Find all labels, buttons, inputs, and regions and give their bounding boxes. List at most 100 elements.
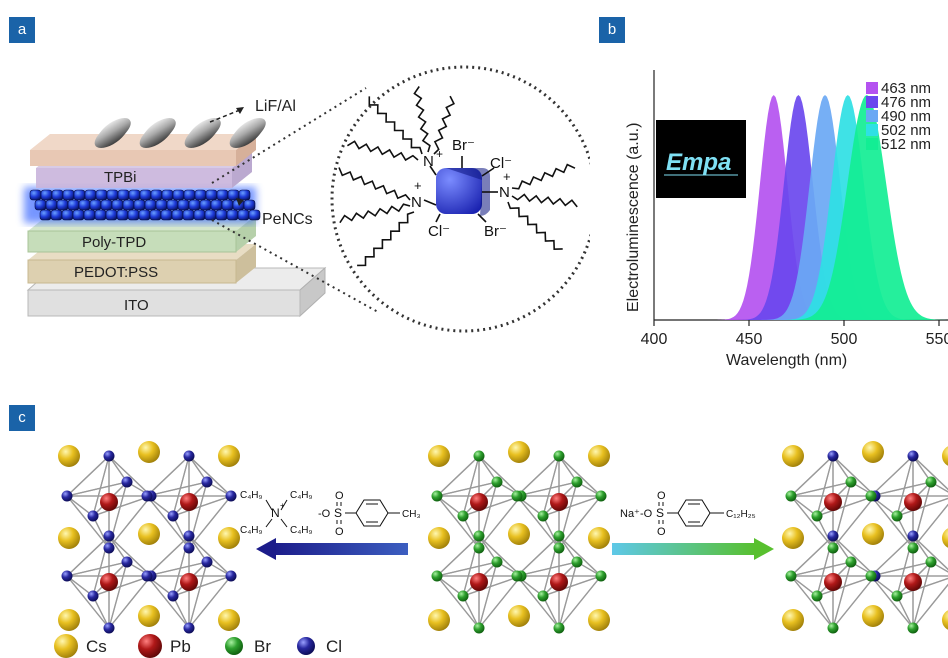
panel-label-a: a <box>9 17 35 43</box>
ion-cl-right: Cl⁻ <box>490 155 512 172</box>
quantum-dot <box>45 199 58 211</box>
quantum-dot <box>182 209 195 221</box>
device-diagram: ITO PEDOT:PSS Poly-TPD TPBi Li <box>24 65 590 333</box>
quantum-dot <box>84 189 97 201</box>
legend-atom-br <box>225 637 243 655</box>
spectrum-512 <box>752 95 948 320</box>
atom-br <box>925 476 937 488</box>
quantum-dot <box>177 199 190 211</box>
ammonium-n-right: N <box>499 184 510 201</box>
atom-cs <box>218 445 240 467</box>
x-tick-label: 500 <box>831 331 858 348</box>
atom-cl <box>87 590 99 602</box>
atom-pb <box>550 573 568 591</box>
atom-cs <box>862 605 884 627</box>
svg-text:S: S <box>656 506 664 520</box>
atom-pb <box>824 493 842 511</box>
arrow-to-chloride <box>256 538 408 560</box>
atom-br <box>571 476 583 488</box>
atom-cs <box>58 445 80 467</box>
x-tick-label: 400 <box>641 331 668 348</box>
legend-atom-pb <box>138 634 162 658</box>
atom-cl <box>225 570 237 582</box>
atom-cl <box>167 590 179 602</box>
atom-cs <box>942 446 948 466</box>
atom-cl <box>907 450 919 462</box>
ammonium-n-left: N <box>411 194 422 211</box>
quantum-dot <box>216 189 229 201</box>
svg-text:O: O <box>335 526 344 538</box>
arrow-to-mixed <box>612 538 774 560</box>
quantum-dot <box>205 189 218 201</box>
atom-cs <box>588 609 610 631</box>
svg-text:C₄H₉: C₄H₉ <box>240 525 263 536</box>
atom-cl <box>103 450 115 462</box>
layer-penc <box>24 187 261 223</box>
atom-br <box>891 590 903 602</box>
layer-polytpd-label: Poly-TPD <box>82 234 146 251</box>
atom-br <box>491 476 503 488</box>
atom-br <box>595 490 607 502</box>
atom-cs <box>782 445 804 467</box>
quantum-dot <box>67 199 80 211</box>
quantum-dot <box>171 209 184 221</box>
atom-br <box>827 542 839 554</box>
atom-cl <box>121 476 133 488</box>
quantum-dot <box>161 189 174 201</box>
atom-cs <box>428 445 450 467</box>
ammonium-plus-top: + <box>436 147 443 161</box>
atom-cs <box>862 523 884 545</box>
legend-swatch <box>866 138 878 150</box>
quantum-dot <box>221 199 234 211</box>
anion-exchange-diagram: C₄H₉ C₄H₉ N + C₄H₉ C₄H₉ -O S O O CH₃ Na⁺… <box>54 441 948 658</box>
atom-br <box>473 622 485 634</box>
svg-text:S: S <box>334 506 342 520</box>
legend-atom-cs <box>54 634 78 658</box>
atom-br <box>907 622 919 634</box>
spectrum-490 <box>711 95 939 320</box>
atom-cl <box>141 570 153 582</box>
quantum-dot <box>204 209 217 221</box>
spectrum-463 <box>659 95 888 320</box>
quantum-dot <box>193 209 206 221</box>
legend-swatch <box>866 96 878 108</box>
alkyl-chain <box>368 96 423 155</box>
atom-br <box>891 510 903 522</box>
atom-cs <box>588 445 610 467</box>
ammonium-plus-left: + <box>414 178 422 193</box>
atom-cs <box>58 609 80 631</box>
quantum-dot <box>138 209 151 221</box>
reagent-tba-tosylate: C₄H₉ C₄H₉ N + C₄H₉ C₄H₉ -O S O O CH₃ <box>240 490 421 538</box>
atom-br <box>865 490 877 502</box>
quantum-dot <box>127 209 140 221</box>
quantum-dot <box>243 199 256 211</box>
atom-br <box>785 490 797 502</box>
quantum-dot <box>106 189 119 201</box>
atom-cs <box>508 523 530 545</box>
atom-br <box>457 590 469 602</box>
alkyl-chain <box>339 203 411 224</box>
quantum-dot <box>188 199 201 211</box>
quantum-dot <box>160 209 173 221</box>
cathode-label: LiF/Al <box>255 98 296 115</box>
atom-cs <box>942 528 948 548</box>
ligand-chains <box>338 86 578 267</box>
ion-br-bottom: Br⁻ <box>484 223 507 240</box>
atom-cs <box>588 527 610 549</box>
atom-pb <box>180 573 198 591</box>
atom-br <box>511 570 523 582</box>
alkyl-chain <box>346 140 419 162</box>
quantum-dot <box>72 209 85 221</box>
legend-label: 512 nm <box>881 136 931 153</box>
quantum-dot <box>111 199 124 211</box>
atom-br <box>473 530 485 542</box>
atom-br <box>457 510 469 522</box>
x-tick-label: 450 <box>736 331 763 348</box>
atom-br <box>491 556 503 568</box>
spectrum-502 <box>733 95 948 320</box>
atom-cs <box>508 605 530 627</box>
atom-pb <box>904 493 922 511</box>
svg-text:O: O <box>657 526 666 538</box>
atom-br <box>785 570 797 582</box>
